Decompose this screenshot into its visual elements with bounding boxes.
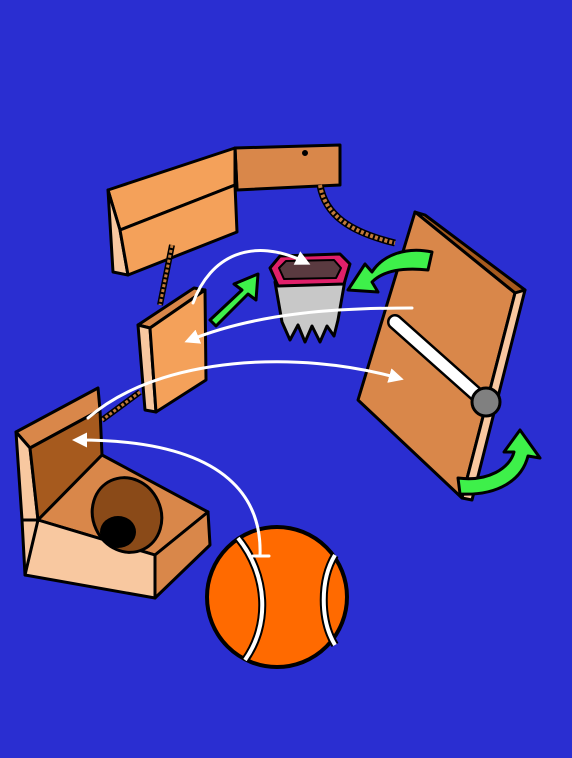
pivot-knob: [472, 388, 500, 416]
goal-box: [16, 388, 210, 598]
green-arrow-up-icon: [210, 274, 258, 326]
middle-panel[interactable]: [138, 288, 206, 412]
arrow-rope-to-door-icon: [88, 362, 398, 418]
tennis-ball[interactable]: [207, 527, 347, 667]
bucket[interactable]: [270, 254, 350, 342]
